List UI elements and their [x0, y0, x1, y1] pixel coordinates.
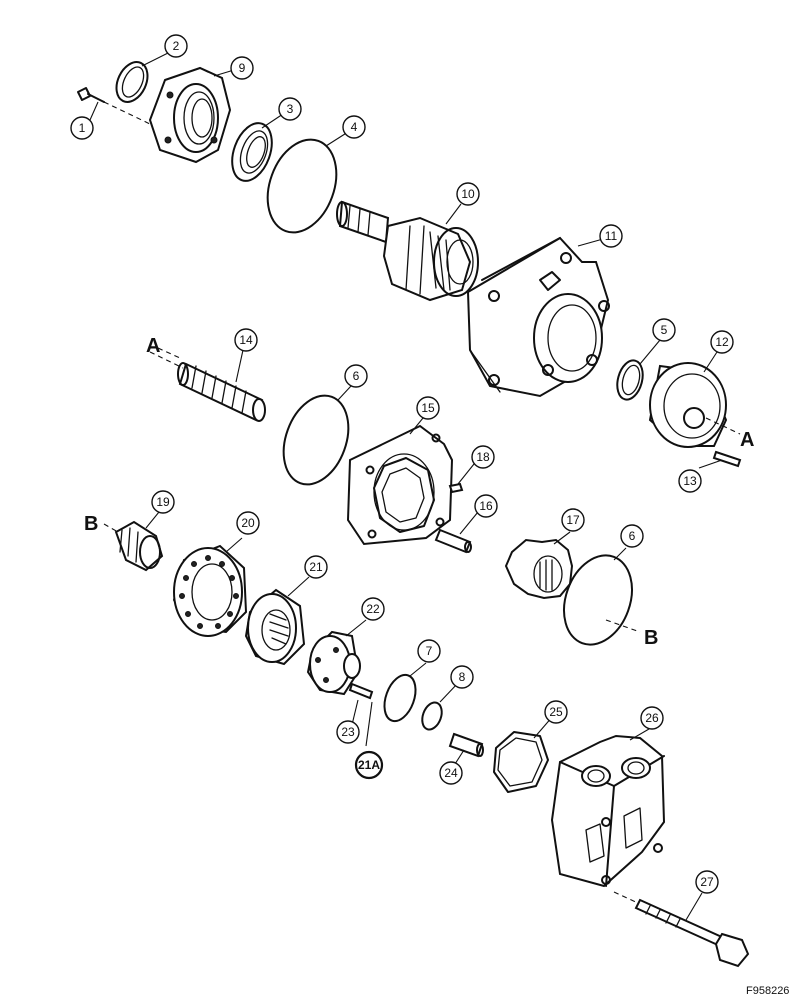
part-6-o-ring-lower: [563, 554, 641, 646]
part-5-ring: [616, 359, 644, 401]
svg-text:21A: 21A: [358, 758, 380, 772]
callout-5: 5: [652, 318, 676, 342]
callout-6-lower: 6: [620, 524, 644, 548]
callout-8: 8: [450, 665, 474, 689]
svg-text:12: 12: [715, 335, 729, 349]
svg-text:24: 24: [444, 766, 458, 780]
svg-text:11: 11: [605, 229, 618, 243]
svg-text:5: 5: [661, 323, 668, 337]
svg-text:26: 26: [645, 711, 659, 725]
svg-text:3: 3: [287, 102, 294, 116]
callout-2: 2: [164, 34, 188, 58]
callout-22: 22: [361, 597, 385, 621]
svg-text:18: 18: [476, 450, 490, 464]
part-23-pin: [348, 682, 374, 747]
part-20-valve-disc: [172, 544, 248, 637]
part-26-end-cover: [550, 734, 666, 888]
svg-text:22: 22: [366, 602, 380, 616]
callout-24: 24: [439, 761, 463, 785]
part-21-plate: [244, 588, 306, 666]
svg-text:1: 1: [79, 121, 86, 135]
callout-6-upper: 6: [344, 364, 368, 388]
svg-text:9: 9: [239, 61, 246, 75]
svg-text:23: 23: [341, 725, 355, 739]
part-19-spline-gear: [103, 520, 164, 572]
part-13-pin: [712, 450, 742, 468]
alignment-line-a-left: [157, 347, 181, 359]
part-15-gerotor-housing: [346, 424, 454, 546]
part-7-o-ring: [383, 673, 417, 723]
svg-text:13: 13: [683, 474, 697, 488]
part-8-small-o-ring: [421, 701, 443, 731]
part-9-flange-housing: [148, 66, 232, 164]
leader-lines: [89, 51, 723, 921]
callout-27: 27: [695, 870, 719, 894]
svg-text:6: 6: [629, 529, 636, 543]
callout-1: 1: [70, 116, 94, 140]
part-10-shaft-bearing: [336, 200, 479, 302]
alignment-mark-a-left: A: [146, 335, 160, 357]
svg-text:7: 7: [426, 644, 433, 658]
callout-15: 15: [416, 396, 440, 420]
svg-text:8: 8: [459, 670, 466, 684]
callout-3: 3: [278, 97, 302, 121]
callout-4: 4: [342, 115, 366, 139]
callout-11: 11: [599, 224, 623, 248]
alignment-mark-a-right: A: [740, 429, 754, 451]
callout-13: 13: [678, 469, 702, 493]
part-17-gerotor: [504, 538, 574, 600]
callout-7: 7: [417, 639, 441, 663]
part-16-dowel: [434, 528, 472, 554]
part-25-seal-ring: [493, 731, 549, 793]
part-1-screw: [77, 87, 151, 125]
callout-20: 20: [236, 511, 260, 535]
part-11-housing: [466, 236, 610, 398]
svg-text:27: 27: [700, 875, 714, 889]
svg-text:25: 25: [549, 705, 563, 719]
svg-text:6: 6: [353, 369, 360, 383]
part-27-bolt: [613, 891, 750, 968]
callout-16: 16: [474, 494, 498, 518]
svg-text:10: 10: [461, 187, 475, 201]
part-18-small-pin: [448, 482, 464, 494]
figure-id: F958226: [746, 985, 789, 997]
part-4-o-ring: [266, 138, 338, 234]
part-14-splined-shaft: [149, 351, 266, 422]
callout-19: 19: [151, 490, 175, 514]
alignment-mark-b-right: B: [644, 627, 658, 649]
part-2-snap-ring: [115, 61, 149, 103]
callout-10: 10: [456, 182, 480, 206]
callout-21a: 21A: [354, 750, 384, 780]
part-22-valve: [306, 630, 361, 696]
svg-text:15: 15: [421, 401, 435, 415]
callout-18: 18: [471, 445, 495, 469]
svg-text:17: 17: [566, 513, 580, 527]
part-24-dowel: [448, 732, 484, 758]
svg-text:4: 4: [351, 120, 358, 134]
svg-text:19: 19: [156, 495, 170, 509]
callout-26: 26: [640, 706, 664, 730]
part-6-o-ring-upper: [282, 394, 350, 486]
svg-text:16: 16: [479, 499, 493, 513]
callout-12: 12: [710, 330, 734, 354]
alignment-mark-b-left: B: [84, 513, 98, 535]
callout-23: 23: [336, 720, 360, 744]
svg-text:20: 20: [241, 516, 255, 530]
svg-text:21: 21: [309, 560, 323, 574]
svg-text:14: 14: [239, 333, 253, 347]
callout-14: 14: [234, 328, 258, 352]
svg-text:2: 2: [173, 39, 180, 53]
callout-9: 9: [230, 56, 254, 80]
callout-21: 21: [304, 555, 328, 579]
callout-25: 25: [544, 700, 568, 724]
callout-17: 17: [561, 508, 585, 532]
part-3-seal: [231, 122, 273, 182]
part-12-end-cap: [648, 362, 741, 448]
